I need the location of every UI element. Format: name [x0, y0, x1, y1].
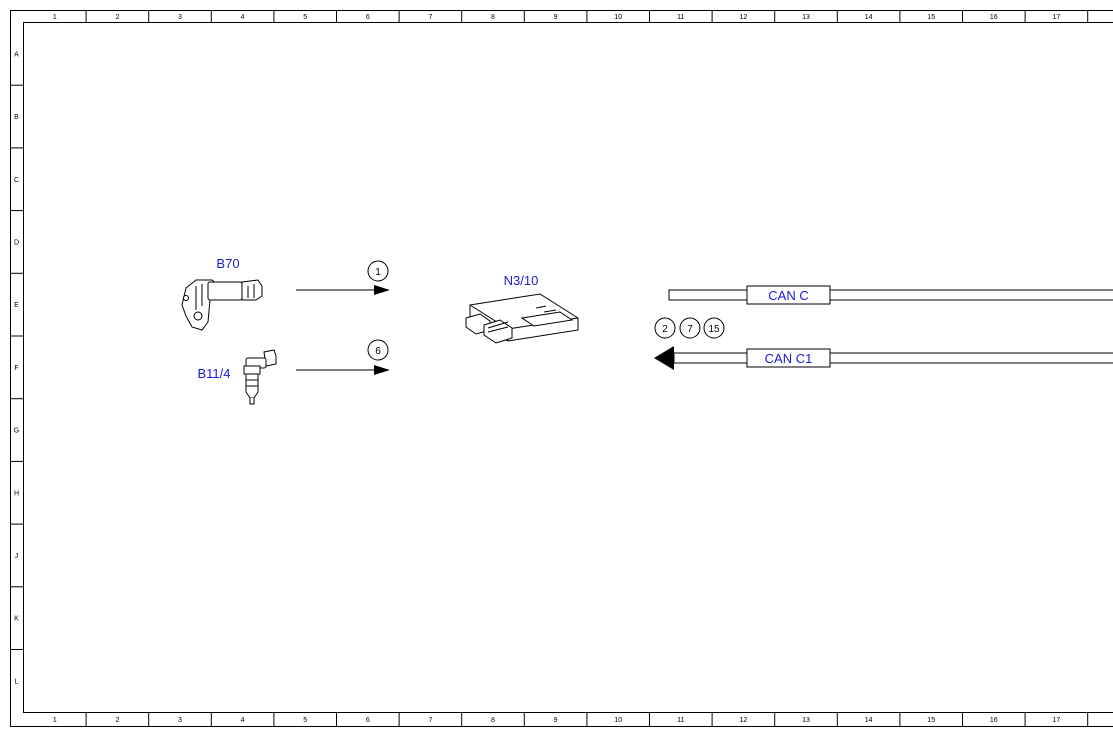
column-label-13: 13 [802, 14, 810, 21]
marker-2[interactable]: 2 [654, 317, 676, 339]
row-label-B: B [14, 114, 19, 121]
can-c1-bus[interactable]: CAN C1 [654, 346, 1113, 370]
column-label-8: 8 [491, 717, 495, 724]
column-label-11: 11 [677, 717, 684, 724]
row-label-L: L [15, 678, 19, 685]
row-label-G: G [14, 428, 19, 435]
left-row-ruler: A B C D E F G H J K L [10, 51, 24, 685]
column-label-8: 8 [491, 14, 495, 21]
column-label-1: 1 [53, 717, 57, 724]
column-label-14: 14 [865, 717, 873, 724]
marker-7[interactable]: 7 [679, 317, 701, 339]
svg-text:1: 1 [375, 267, 381, 278]
column-label-6: 6 [366, 14, 370, 21]
marker-6[interactable]: 6 [367, 339, 389, 361]
outer-frame [10, 10, 1113, 727]
column-label-2: 2 [115, 717, 119, 724]
column-label-6: 6 [366, 717, 370, 724]
signal-arrow-b11-4 [296, 365, 390, 375]
column-label-14: 14 [865, 14, 873, 21]
marker-15[interactable]: 15 [703, 317, 725, 339]
label-n3-10[interactable]: N3/10 [504, 273, 539, 288]
n3-10-control-unit-icon[interactable] [465, 293, 579, 344]
column-label-17: 17 [1053, 717, 1061, 724]
column-label-5: 5 [303, 14, 307, 21]
row-label-K: K [14, 616, 19, 623]
column-label-10: 10 [614, 717, 622, 724]
row-label-F: F [14, 365, 18, 372]
column-label-4: 4 [241, 717, 245, 724]
svg-text:7: 7 [687, 324, 693, 335]
row-label-E: E [14, 302, 19, 309]
inner-frame [23, 22, 1113, 713]
column-label-16: 16 [990, 14, 998, 21]
column-label-4: 4 [241, 14, 245, 21]
svg-text:15: 15 [708, 324, 720, 335]
can-c-label: CAN C [768, 288, 808, 303]
column-label-13: 13 [802, 717, 810, 724]
svg-text:2: 2 [662, 324, 668, 335]
column-label-12: 12 [740, 14, 748, 21]
column-label-12: 12 [740, 717, 748, 724]
column-label-5: 5 [303, 717, 307, 724]
column-label-16: 16 [990, 717, 998, 724]
row-label-J: J [15, 553, 19, 560]
can-c1-label: CAN C1 [765, 351, 813, 366]
signal-arrow-b70 [296, 285, 390, 295]
row-label-C: C [14, 177, 19, 184]
column-label-3: 3 [178, 14, 182, 21]
b11-4-sensor-icon[interactable] [243, 349, 277, 405]
svg-text:6: 6 [375, 346, 381, 357]
b70-sensor-icon[interactable] [181, 279, 263, 331]
row-label-D: D [14, 239, 19, 246]
column-label-7: 7 [428, 717, 432, 724]
column-label-9: 9 [554, 717, 558, 724]
row-label-A: A [14, 51, 19, 58]
label-b11-4[interactable]: B11/4 [197, 366, 230, 381]
column-label-10: 10 [614, 14, 622, 21]
column-label-15: 15 [927, 717, 935, 724]
column-label-17: 17 [1053, 14, 1061, 21]
column-label-2: 2 [115, 14, 119, 21]
column-label-3: 3 [178, 717, 182, 724]
column-label-15: 15 [927, 14, 935, 21]
column-label-1: 1 [53, 14, 57, 21]
column-label-11: 11 [677, 14, 684, 21]
can-c-bus[interactable]: CAN C [668, 285, 1113, 305]
label-b70[interactable]: B70 [216, 256, 239, 271]
column-label-9: 9 [554, 14, 558, 21]
column-label-7: 7 [428, 14, 432, 21]
marker-1[interactable]: 1 [367, 260, 389, 282]
row-label-H: H [14, 490, 19, 497]
